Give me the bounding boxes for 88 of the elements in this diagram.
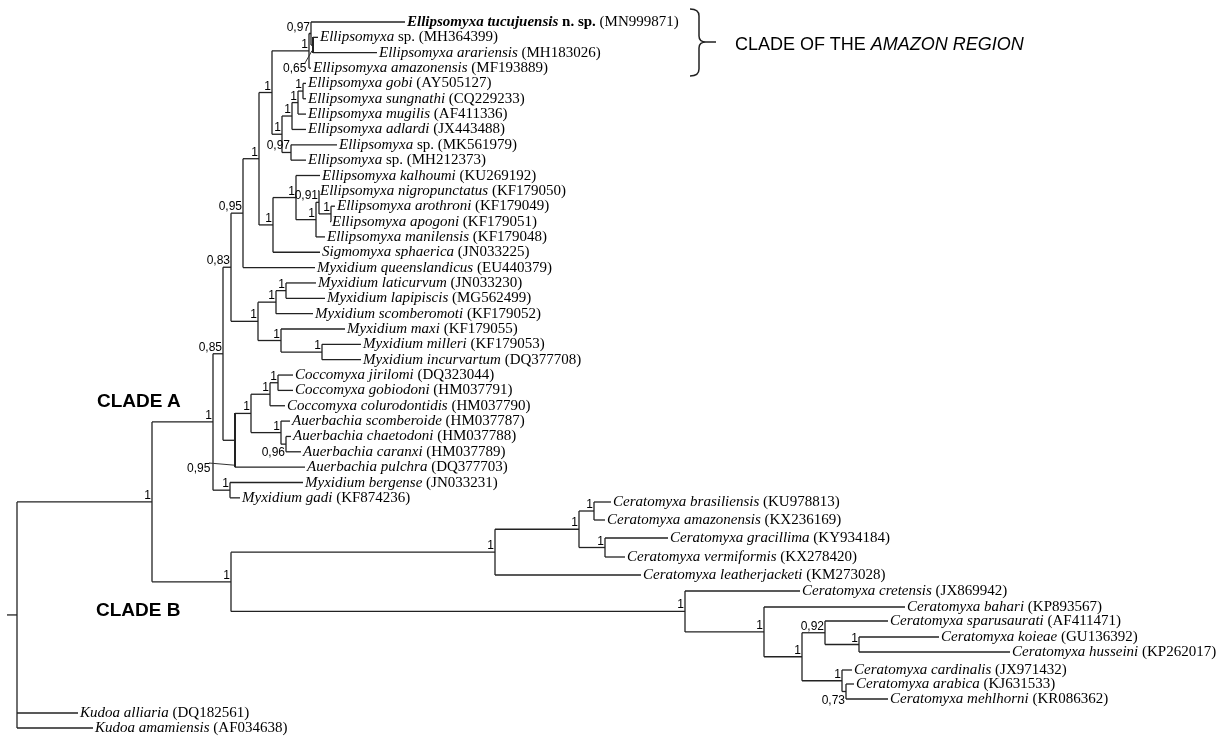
support-value: 1 <box>264 79 271 92</box>
taxon-label: Ceratomyxa vermiformis (KX278420) <box>627 548 857 565</box>
clade-label: CLADE OF THE AMAZON REGION <box>735 33 1024 56</box>
support-value: 0,96 <box>261 446 285 459</box>
support-value: 1 <box>274 121 281 134</box>
support-value: 1 <box>284 103 291 115</box>
taxon-label: Ellipsomyxa sp. (MH212373) <box>308 151 486 169</box>
support-value: 1 <box>677 598 684 611</box>
support-value: 0,85 <box>198 340 222 353</box>
taxon-label: Ellipsomyxa arariensis (MH183026) <box>379 43 601 61</box>
support-value: 0,65 <box>283 61 307 75</box>
support-value: 1 <box>223 568 230 581</box>
taxon-label: Ellipsomyxa arothroni (KF179049) <box>337 197 550 215</box>
support-value: 1 <box>308 206 315 219</box>
taxon-label: Ceratomyxa husseini (KP262017) <box>1012 643 1217 660</box>
support-value: 0,92 <box>800 619 824 632</box>
taxon-label: Auerbachia scomberoide (HM037787) <box>292 412 525 430</box>
support-value: 1 <box>278 277 285 290</box>
support-value: 1 <box>268 289 275 302</box>
support-value: 1 <box>270 369 277 382</box>
taxon-label: Auerbachia pulchra (DQ377703) <box>307 458 508 476</box>
taxon-label: Myxidium lapipiscis (MG562499) <box>327 289 532 307</box>
support-value: 1 <box>250 308 257 321</box>
support-value: 0,73 <box>821 693 845 706</box>
taxon-label: Ceratomyxa amazonensis (KX236169) <box>607 511 842 528</box>
support-value: 1 <box>295 78 302 91</box>
support-value: 1 <box>851 631 858 644</box>
leader-line <box>304 50 313 64</box>
support-value: 1 <box>222 477 229 490</box>
support-value: 1 <box>262 381 269 394</box>
support-value: 1 <box>586 498 593 510</box>
taxon-label: Ellipsomyxa apogoni (KF179051) <box>332 212 537 230</box>
taxon-label: Ellipsomyxa sp. (MK561979) <box>339 135 517 153</box>
taxon-label: Ceratomyxa cretensis (JX869942) <box>802 582 1008 599</box>
support-value: 1 <box>794 643 801 656</box>
support-value: 1 <box>205 408 212 421</box>
support-value: 0,83 <box>206 254 230 267</box>
support-value: 1 <box>323 200 330 213</box>
taxon-label: Auerbachia chaetodoni (HM037788) <box>293 427 517 445</box>
taxon-label: Ceratomyxa gracillima (KY934184) <box>670 529 890 546</box>
support-value: 1 <box>301 37 308 50</box>
support-value: 1 <box>288 184 295 197</box>
clade-label: CLADE B <box>96 598 181 622</box>
support-value: 1 <box>265 211 272 224</box>
taxon-label: Ellipsomyxa gobi (AY505127) <box>308 74 492 92</box>
taxon-label: Myxidium incurvartum (DQ377708) <box>363 350 582 368</box>
taxon-label: Ellipsomyxa sungnathi (CQ229233) <box>308 89 525 107</box>
support-value: 1 <box>251 145 258 158</box>
taxon-label: Kudoa alliaria (DQ182561) <box>80 704 250 721</box>
taxon-label: Ellipsomyxa sp. (MH364399) <box>320 28 498 46</box>
taxon-label: Myxidium queenslandicus (EU440379) <box>317 258 552 276</box>
support-value: 1 <box>597 534 604 547</box>
taxon-label: Kudoa amamiensis (AF034638) <box>95 719 288 736</box>
clade-label: CLADE A <box>97 389 181 413</box>
taxon-label: Ceratomyxa bahari (KP893567) <box>907 598 1102 615</box>
support-value: 1 <box>273 419 280 432</box>
support-value: 0,95 <box>218 200 242 213</box>
support-value: 0,97 <box>286 20 310 33</box>
taxon-label: Ellipsomyxa kalhoumi (KU269192) <box>322 166 537 184</box>
taxon-label: Ellipsomyxa tucujuensis n. sp. (MN999871) <box>407 13 679 30</box>
taxon-label: Myxidium scomberomoti (KF179052) <box>315 304 542 322</box>
taxon-label: Ceratomyxa cardinalis (JX971432) <box>854 661 1067 678</box>
taxon-label: Ceratomyxa mehlhorni (KR086362) <box>890 690 1109 707</box>
support-value: 1 <box>314 339 321 351</box>
support-value: 1 <box>487 539 494 552</box>
support-value: 1 <box>273 327 280 340</box>
taxon-label: Ellipsomyxa adlardi (JX443488) <box>308 120 505 138</box>
taxon-label: Ellipsomyxa amazonensis (MF193889) <box>313 59 548 77</box>
taxon-label: Myxidium bergense (JN033231) <box>305 473 498 491</box>
taxon-label: Coccomyxa colurodontidis (HM037790) <box>287 396 531 414</box>
taxon-label: Coccomyxa gobiodoni (HM037791) <box>295 381 513 399</box>
support-value: 1 <box>756 618 763 631</box>
support-value: 1 <box>290 89 297 102</box>
taxon-label: Auerbachia caranxi (HM037789) <box>303 442 506 460</box>
taxon-label: Ellipsomyxa mugilis (AF411336) <box>308 105 508 123</box>
taxon-label: Sigmomyxa sphaerica (JN033225) <box>322 243 530 261</box>
taxon-label: Ceratomyxa leatherjacketi (KM273028) <box>643 566 886 583</box>
support-value: 1 <box>144 488 151 501</box>
leader-line <box>208 462 235 466</box>
taxon-label: Ceratomyxa brasiliensis (KU978813) <box>613 493 840 510</box>
support-value: 1 <box>243 400 250 413</box>
taxon-label: Ceratomyxa koieae (GU136392) <box>941 628 1138 645</box>
taxon-label: Coccomyxa jirilomi (DQ323044) <box>295 366 495 384</box>
support-value: 0,95 <box>187 461 211 475</box>
support-value: 1 <box>571 516 578 529</box>
taxon-label: Myxidium maxi (KF179055) <box>347 320 518 337</box>
support-value: 1 <box>834 667 841 680</box>
taxon-label: Myxidium milleri (KF179053) <box>363 335 545 353</box>
